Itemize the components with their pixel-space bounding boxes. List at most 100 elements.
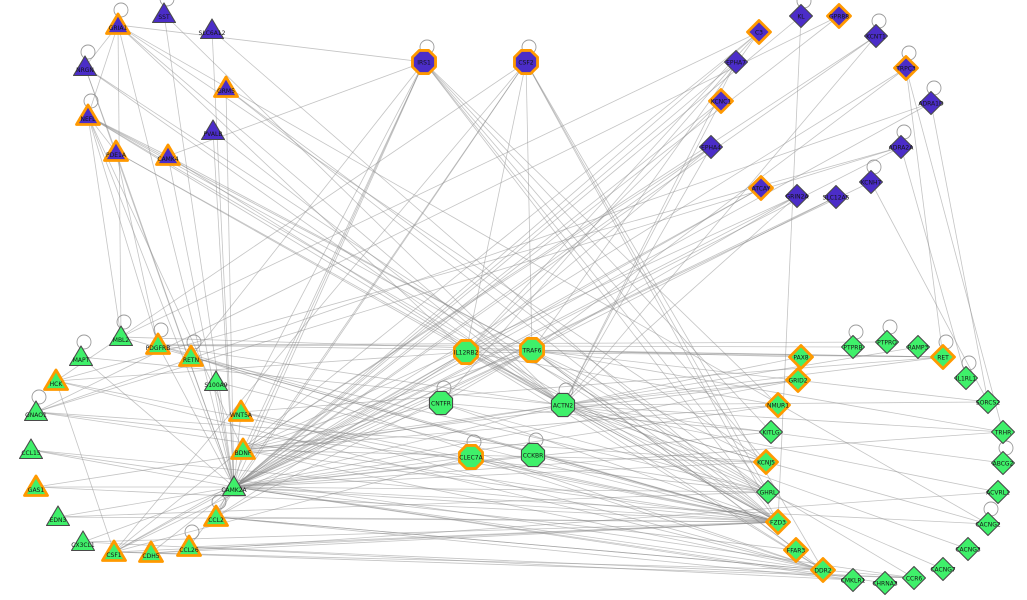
node-shape-diamond[interactable]: [840, 334, 866, 360]
node-shape-octagon[interactable]: [520, 442, 546, 468]
node-MBL2[interactable]: [108, 325, 134, 347]
node-CACNG3[interactable]: [955, 536, 981, 562]
node-SORCS2[interactable]: [975, 389, 1001, 415]
node-shape-diamond[interactable]: [810, 557, 836, 583]
node-shape-triangle[interactable]: [23, 400, 49, 422]
node-ACTN2[interactable]: [550, 392, 576, 418]
node-ACVRL1[interactable]: [985, 479, 1011, 505]
node-shape-diamond[interactable]: [765, 392, 791, 418]
node-shape-diamond[interactable]: [953, 365, 979, 391]
node-shape-triangle[interactable]: [108, 325, 134, 347]
node-shape-diamond[interactable]: [955, 536, 981, 562]
node-shape-triangle[interactable]: [68, 345, 94, 367]
node-shape-triangle[interactable]: [145, 332, 171, 355]
node-shape-octagon[interactable]: [519, 337, 545, 363]
node-shape-diamond[interactable]: [746, 19, 772, 45]
node-shape-diamond[interactable]: [785, 367, 811, 393]
node-GRID2[interactable]: [785, 367, 811, 393]
node-shape-diamond[interactable]: [863, 23, 889, 49]
node-shape-triangle[interactable]: [70, 530, 96, 552]
node-NEFL[interactable]: [75, 103, 101, 126]
node-PTPRO[interactable]: [874, 329, 900, 355]
node-CCL2[interactable]: [203, 504, 229, 527]
node-ADRA2A[interactable]: [888, 134, 914, 160]
node-CHRNA3[interactable]: [872, 570, 898, 596]
node-shape-triangle[interactable]: [213, 75, 239, 98]
node-shape-diamond[interactable]: [901, 565, 927, 591]
node-shape-diamond[interactable]: [990, 419, 1016, 445]
node-shape-triangle[interactable]: [138, 540, 164, 563]
node-shape-diamond[interactable]: [753, 449, 779, 475]
node-ADRA1D[interactable]: [918, 90, 944, 116]
node-TRHR[interactable]: [990, 419, 1016, 445]
node-shape-diamond[interactable]: [888, 134, 914, 160]
node-shape-diamond[interactable]: [975, 511, 1001, 537]
node-shape-triangle[interactable]: [176, 534, 202, 557]
node-WNT5A[interactable]: [228, 399, 254, 422]
node-CACNG7[interactable]: [930, 556, 956, 582]
node-shape-triangle[interactable]: [203, 370, 229, 392]
node-CAMK4[interactable]: [155, 143, 181, 166]
node-shape-triangle[interactable]: [151, 2, 177, 24]
node-BDNF[interactable]: [230, 437, 256, 460]
node-shape-diamond[interactable]: [930, 556, 956, 582]
node-RET[interactable]: [930, 344, 956, 370]
node-CAMK2A[interactable]: [221, 475, 247, 497]
node-shape-diamond[interactable]: [985, 479, 1011, 505]
node-shape-triangle[interactable]: [203, 504, 229, 527]
node-shape-triangle[interactable]: [23, 474, 49, 497]
node-DDR2[interactable]: [810, 557, 836, 583]
node-GRIA1[interactable]: [105, 12, 131, 35]
node-CSF1[interactable]: [101, 539, 127, 562]
node-shape-diamond[interactable]: [784, 183, 810, 209]
node-shape-octagon[interactable]: [550, 392, 576, 418]
node-CNTFR[interactable]: [428, 390, 454, 416]
node-shape-octagon[interactable]: [458, 444, 484, 470]
node-EPHA4[interactable]: [698, 134, 724, 160]
node-shape-diamond[interactable]: [840, 567, 866, 593]
node-shape-diamond[interactable]: [708, 88, 734, 114]
node-shape-diamond[interactable]: [765, 509, 791, 535]
node-SST[interactable]: [151, 2, 177, 24]
node-shape-triangle[interactable]: [101, 539, 127, 562]
node-C3[interactable]: [746, 19, 772, 45]
node-shape-diamond[interactable]: [858, 169, 884, 195]
node-KCNC1[interactable]: [708, 88, 734, 114]
node-CACNG2[interactable]: [975, 511, 1001, 537]
node-PDGFRB[interactable]: [145, 332, 171, 355]
node-shape-diamond[interactable]: [975, 389, 1001, 415]
node-PVALB[interactable]: [200, 119, 226, 141]
node-CX3CL1[interactable]: [70, 530, 96, 552]
node-CSF2[interactable]: [513, 49, 539, 75]
node-shape-diamond[interactable]: [823, 184, 849, 210]
node-KCNJ5[interactable]: [753, 449, 779, 475]
node-shape-diamond[interactable]: [872, 570, 898, 596]
node-NRGN[interactable]: [72, 55, 98, 77]
node-IL12RB2[interactable]: [453, 339, 479, 365]
node-shape-diamond[interactable]: [788, 344, 814, 370]
node-CCL26[interactable]: [176, 534, 202, 557]
node-CCKBR[interactable]: [520, 442, 546, 468]
node-shape-triangle[interactable]: [228, 399, 254, 422]
node-shape-diamond[interactable]: [788, 3, 814, 29]
node-KCNH7[interactable]: [858, 169, 884, 195]
node-shape-octagon[interactable]: [453, 339, 479, 365]
node-GRM5[interactable]: [213, 75, 239, 98]
node-shape-diamond[interactable]: [905, 334, 931, 360]
node-CMKLR1[interactable]: [840, 567, 866, 593]
node-shape-triangle[interactable]: [75, 103, 101, 126]
node-shape-diamond[interactable]: [990, 450, 1016, 476]
node-GAS1[interactable]: [23, 474, 49, 497]
node-PDE1A[interactable]: [103, 139, 129, 162]
node-GRIN2A[interactable]: [784, 183, 810, 209]
node-shape-triangle[interactable]: [178, 344, 204, 367]
node-ABCG2[interactable]: [990, 450, 1016, 476]
node-shape-triangle[interactable]: [43, 368, 69, 391]
node-FFAR3[interactable]: [783, 537, 809, 563]
node-FZD3[interactable]: [765, 509, 791, 535]
node-CLEC7A[interactable]: [458, 444, 484, 470]
node-shape-octagon[interactable]: [428, 390, 454, 416]
node-CDH5[interactable]: [138, 540, 164, 563]
node-shape-octagon[interactable]: [411, 49, 437, 75]
